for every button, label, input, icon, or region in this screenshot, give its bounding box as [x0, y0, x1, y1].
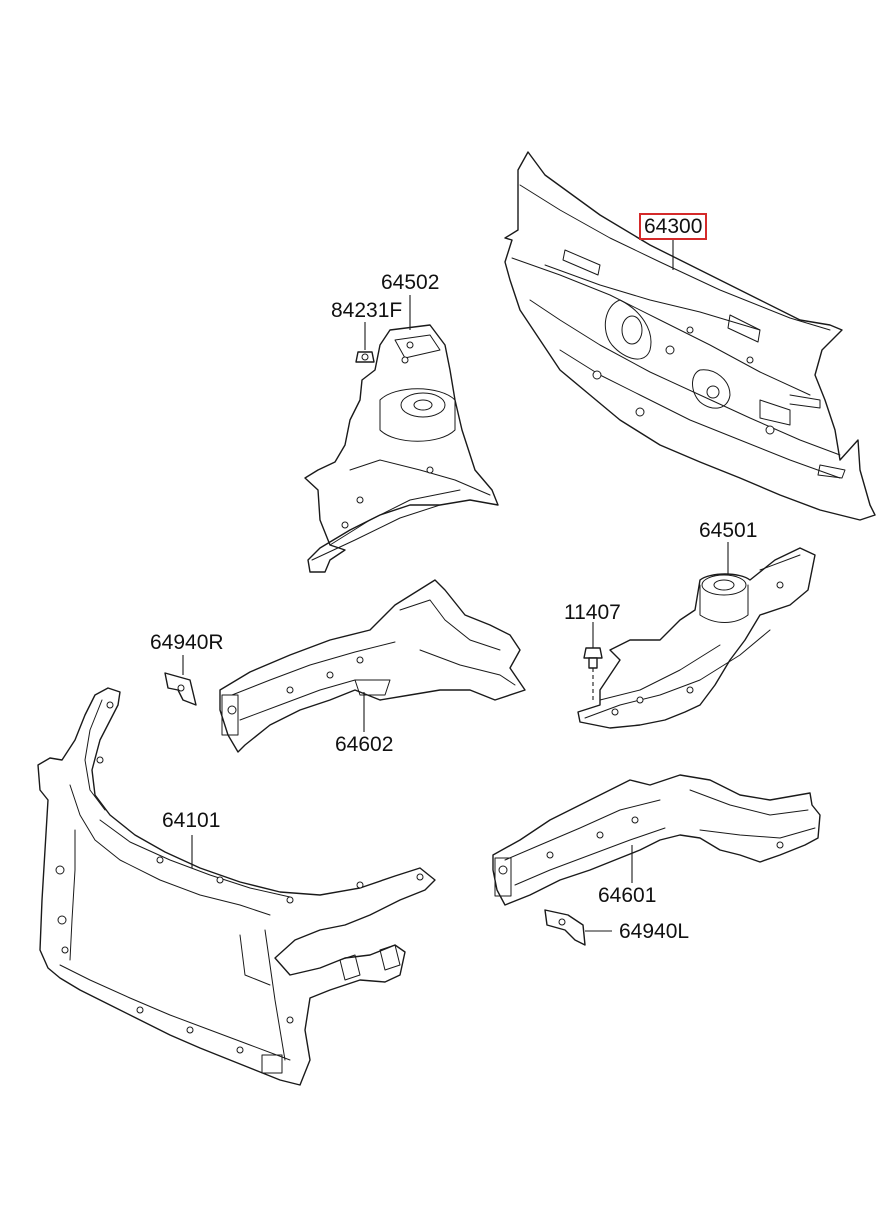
dash-panel-64300[interactable] — [504, 151, 876, 521]
part-label-64501[interactable]: 64501 — [699, 519, 758, 542]
part-label-64300[interactable]: 64300 — [639, 213, 708, 240]
part-label-64101[interactable]: 64101 — [162, 809, 221, 832]
bracket-64940L[interactable] — [544, 909, 586, 946]
part-label-64602[interactable]: 64602 — [335, 733, 394, 756]
side-member-64602[interactable] — [219, 579, 526, 753]
part-label-64940L[interactable]: 64940L — [619, 920, 690, 943]
clip-84231F[interactable] — [355, 351, 375, 363]
part-label-11407[interactable]: 11407 — [564, 601, 621, 624]
strut-housing-64501[interactable] — [577, 547, 816, 729]
bracket-64940R[interactable] — [164, 672, 197, 706]
part-label-84231F[interactable]: 84231F — [331, 299, 403, 322]
side-member-64601[interactable] — [492, 774, 821, 906]
strut-housing-64502[interactable] — [304, 324, 499, 573]
bolt-11407[interactable] — [583, 647, 603, 669]
part-label-64502[interactable]: 64502 — [381, 271, 440, 294]
radiator-support-64101[interactable] — [37, 687, 436, 1086]
part-label-64940R[interactable]: 64940R — [150, 631, 224, 654]
part-label-64601[interactable]: 64601 — [598, 884, 657, 907]
